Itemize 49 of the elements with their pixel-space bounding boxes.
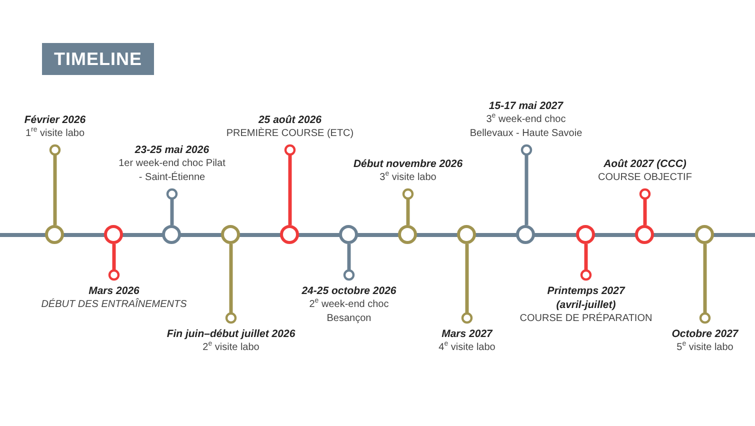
timeline-stem — [639, 188, 651, 225]
timeline-stem — [49, 144, 61, 225]
event-date: Début novembre 2026 — [352, 157, 464, 171]
milestone-circle — [695, 225, 714, 244]
event-date: 15-17 mai 2027 — [488, 99, 564, 113]
event-description: PREMIÈRE COURSE (ETC) — [225, 127, 355, 141]
event-date: Février 2026 — [23, 113, 87, 127]
event-date: Printemps 2027 (avril-juillet) — [546, 284, 626, 312]
timeline-stem — [402, 188, 414, 225]
event-date: Mars 2027 — [440, 327, 494, 341]
timeline-stem — [166, 188, 178, 225]
event-description: 2$^{e}$ week-end choc Besançon — [308, 298, 390, 326]
event-date: 23-25 mai 2026 — [134, 143, 210, 157]
event-date: Août 2027 (CCC) — [602, 157, 688, 171]
event-date: Mars 2026 — [88, 284, 140, 298]
event-description: 1$^{re}$ visite labo — [24, 127, 86, 141]
timeline-stem — [225, 244, 237, 324]
event-description: 1er week-end choc Pilat - Saint-Étienne — [118, 157, 226, 185]
event-description: 2$^{e}$ visite labo — [202, 341, 260, 355]
milestone-circle — [398, 225, 417, 244]
event-description: DÉBUT DES ENTRAÎNEMENTS — [40, 298, 188, 312]
event-description: 5$^{e}$ visite labo — [676, 341, 734, 355]
timeline-stem — [580, 244, 592, 281]
timeline-stem — [461, 244, 473, 324]
event-description: COURSE OBJECTIF — [597, 171, 693, 185]
timeline-stem — [108, 244, 120, 281]
title-banner: TIMELINE — [42, 43, 154, 75]
event-description: 3$^{e}$ visite labo — [378, 171, 438, 185]
milestone-circle — [162, 225, 181, 244]
milestone-circle — [516, 225, 535, 244]
milestone-circle — [635, 225, 654, 244]
milestone-circle — [280, 225, 299, 244]
event-description: COURSE DE PRÉPARATION — [518, 312, 654, 326]
timeline-stem — [284, 144, 296, 225]
event-description: 4$^{e}$ visite labo — [438, 341, 496, 355]
event-date: 25 août 2026 — [257, 113, 323, 127]
event-date: 24-25 octobre 2026 — [300, 284, 398, 298]
timeline-stem — [699, 244, 711, 324]
event-description: 3$^{e}$ week-end choc Bellevaux - Haute Savoie — [468, 113, 584, 141]
milestone-circle — [576, 225, 595, 244]
milestone-circle — [104, 225, 123, 244]
event-date: Octobre 2027 — [670, 327, 740, 341]
milestone-circle — [339, 225, 358, 244]
milestone-circle — [221, 225, 240, 244]
milestone-circle — [457, 225, 476, 244]
milestone-circle — [45, 225, 64, 244]
timeline-stem — [520, 144, 532, 225]
timeline-stem — [343, 244, 355, 281]
event-date: Fin juin–début juillet 2026 — [166, 327, 296, 341]
